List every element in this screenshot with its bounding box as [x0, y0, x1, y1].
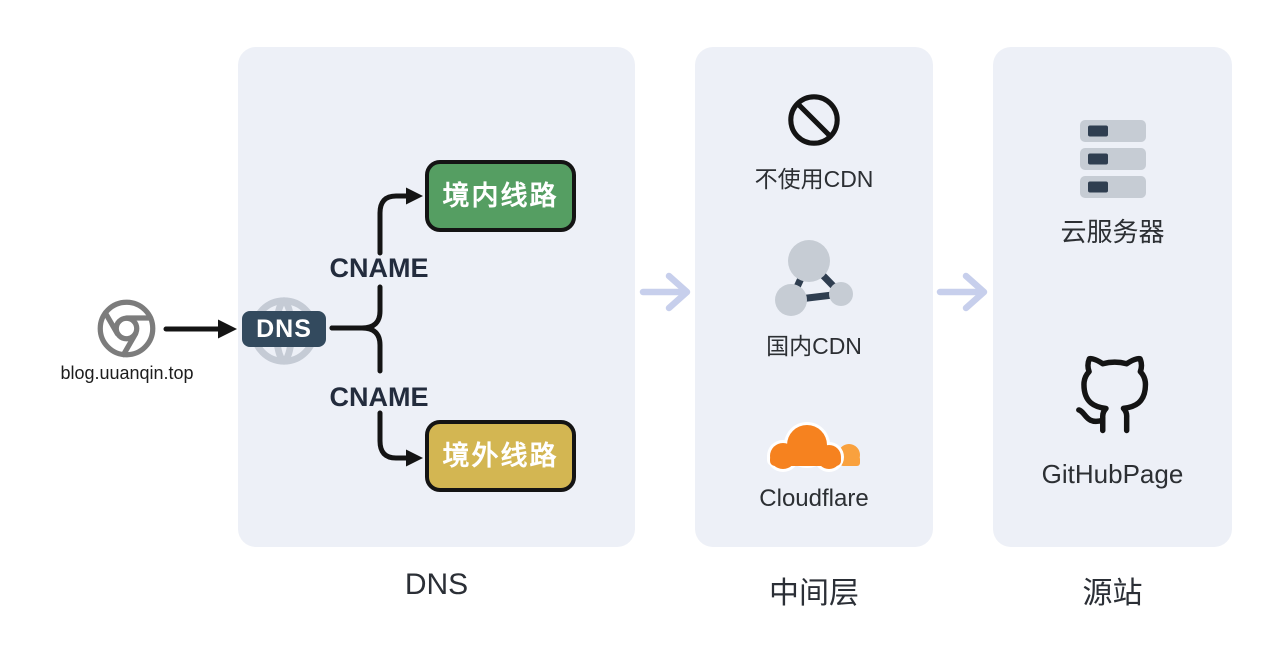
- github-logo: [1072, 355, 1154, 441]
- no-cdn-icon: [785, 91, 843, 149]
- domestic-cdn-label: 国内CDN: [766, 333, 862, 359]
- dns-to-middle-arrowhead: [665, 272, 691, 312]
- github-page-item: GitHubPage: [993, 355, 1232, 490]
- dns-panel: DNS CNAME CNAME 境内线路 境外线路: [238, 47, 635, 547]
- domestic-route-box: 境内线路: [425, 160, 576, 232]
- client-domain-label: blog.uuanqin.top: [60, 363, 194, 383]
- github-page-label: GitHubPage: [1041, 459, 1184, 489]
- cloudflare-item: Cloudflare: [695, 414, 933, 513]
- caption-middle-layer: 中间层: [769, 577, 859, 610]
- cname-label-upper: CNAME: [329, 253, 429, 283]
- dns-badge: DNS: [242, 311, 326, 347]
- cloudflare-label: Cloudflare: [759, 485, 869, 512]
- no-cdn-label: 不使用CDN: [754, 166, 874, 192]
- server-stack-icon: [1079, 120, 1146, 198]
- no-cdn-item: 不使用CDN: [695, 91, 933, 194]
- client-to-dns-arrowhead: [218, 319, 237, 339]
- caption-origin: 源站: [1082, 577, 1143, 610]
- middle-to-origin-arrowhead: [962, 272, 988, 312]
- domestic-cdn-item: 国内CDN: [695, 237, 933, 361]
- middle-layer-panel: 不使用CDN 国内CDN: [695, 47, 933, 547]
- cloudflare-logo: [757, 414, 871, 476]
- origin-panel: 云服务器 GitHubPage: [993, 47, 1232, 547]
- network-nodes-icon: [769, 237, 859, 319]
- caption-dns: DNS: [404, 568, 469, 601]
- cloud-server-label: 云服务器: [1060, 217, 1165, 247]
- chrome-browser-icon: [95, 297, 158, 360]
- cloud-server-item: 云服务器: [993, 120, 1232, 249]
- cname-label-lower: CNAME: [329, 382, 429, 412]
- overseas-route-box: 境外线路: [425, 420, 576, 492]
